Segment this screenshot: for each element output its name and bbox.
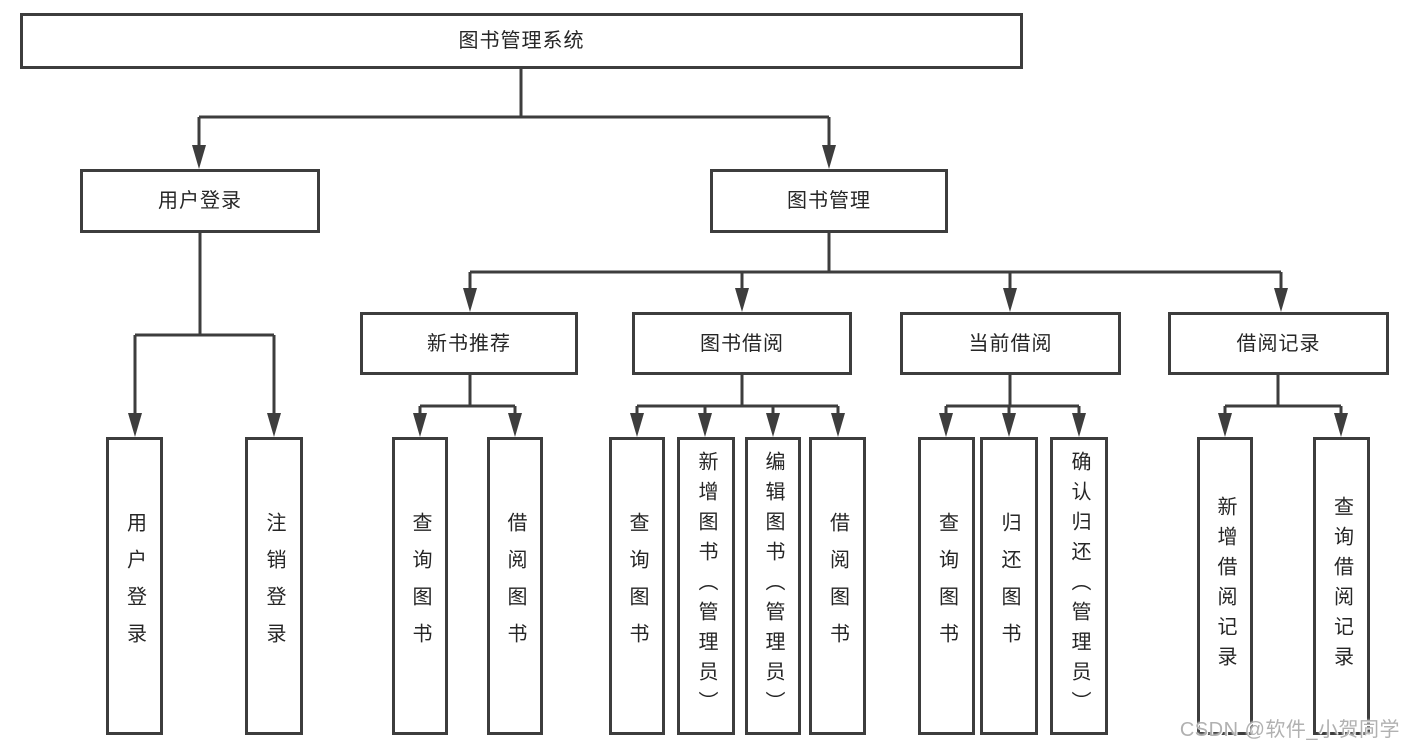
- leaf-borrow-books: 借阅图书: [487, 437, 543, 735]
- node-user-login-branch: 用户登录: [80, 169, 320, 233]
- leaf-confirm-return-admin: 确认归还（管理员）: [1050, 437, 1108, 735]
- leaf-borrow-books: 借阅图书: [809, 437, 866, 735]
- leaf-query-books: 查询图书: [609, 437, 665, 735]
- leaf-return-books: 归还图书: [980, 437, 1038, 735]
- node-current-borrowing: 当前借阅: [900, 312, 1121, 375]
- node-new-book-recommendation: 新书推荐: [360, 312, 578, 375]
- node-borrowing-records: 借阅记录: [1168, 312, 1389, 375]
- csdn-watermark: CSDN @软件_小贺同学: [1179, 719, 1400, 741]
- node-book-borrowing: 图书借阅: [632, 312, 852, 375]
- leaf-add-books-admin: 新增图书（管理员）: [677, 437, 735, 735]
- leaf-query-books: 查询图书: [392, 437, 448, 735]
- leaf-user-login: 用户登录: [106, 437, 163, 735]
- node-library-management-system: 图书管理系统: [20, 13, 1023, 69]
- leaf-logout: 注销登录: [245, 437, 303, 735]
- node-book-management-branch: 图书管理: [710, 169, 948, 233]
- leaf-edit-books-admin: 编辑图书（管理员）: [745, 437, 801, 735]
- leaf-add-borrow-record: 新增借阅记录: [1197, 437, 1253, 735]
- leaf-query-borrow-record: 查询借阅记录: [1313, 437, 1370, 735]
- leaf-query-books: 查询图书: [918, 437, 975, 735]
